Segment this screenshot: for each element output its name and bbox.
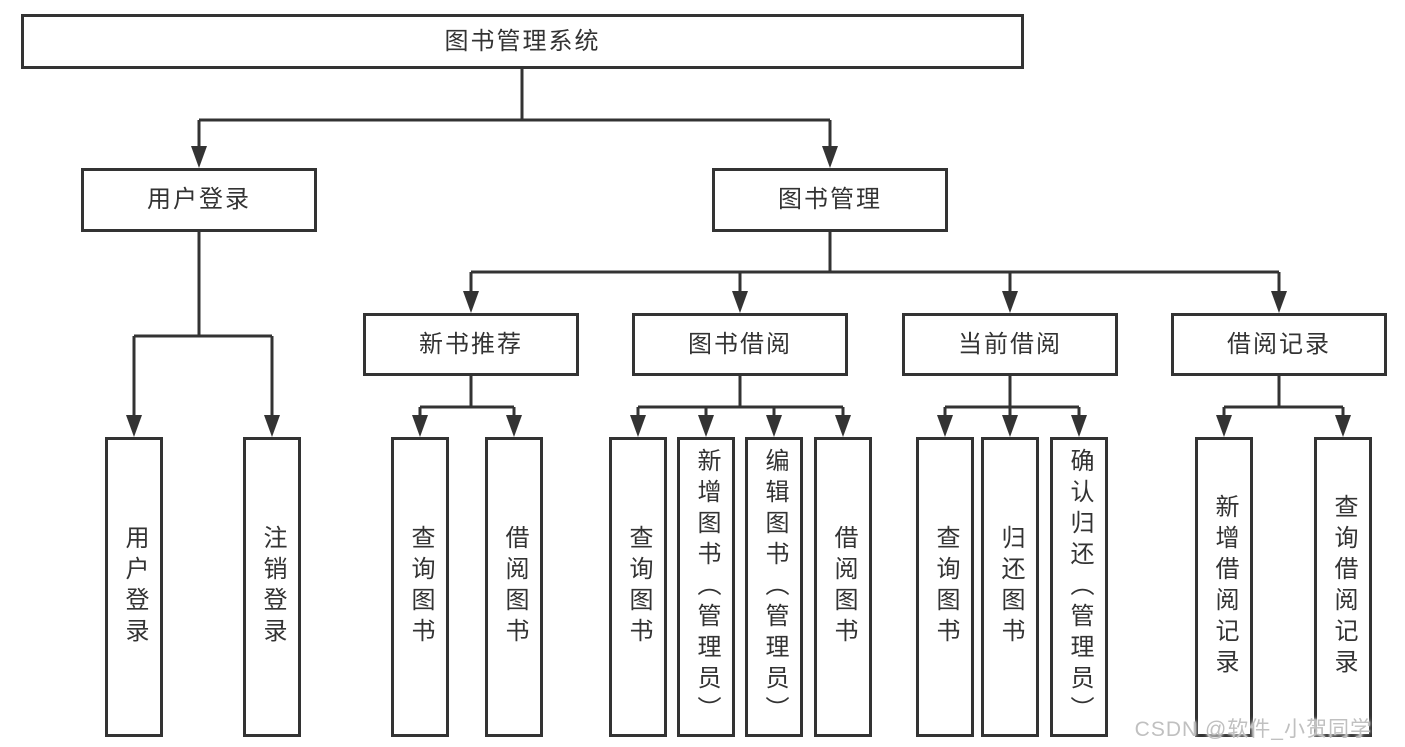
node-new-book-recommendation: 新书推荐 xyxy=(363,313,579,376)
leaf-label: 确认归还（管理员） xyxy=(1066,447,1093,727)
node-borrowing-records: 借阅记录 xyxy=(1171,313,1387,376)
node-library-management-system: 图书管理系统 xyxy=(21,14,1024,69)
leaf-query-books-current: 查询图书 xyxy=(916,437,974,737)
leaf-label: 新增图书（管理员） xyxy=(693,447,720,727)
leaf-return-books: 归还图书 xyxy=(981,437,1039,737)
leaf-confirm-return-admin: 确认归还（管理员） xyxy=(1050,437,1108,737)
watermark: CSDN @软件_小贺同学 xyxy=(1134,718,1372,741)
leaf-label: 查询借阅记录 xyxy=(1330,494,1357,680)
node-book-management: 图书管理 xyxy=(712,168,948,232)
node-book-borrowing: 图书借阅 xyxy=(632,313,848,376)
node-label: 图书管理 xyxy=(778,186,882,213)
leaf-edit-book-admin: 编辑图书（管理员） xyxy=(745,437,803,737)
node-label: 借阅记录 xyxy=(1227,330,1331,358)
leaf-borrow-books-recommend: 借阅图书 xyxy=(485,437,543,737)
leaf-label: 归还图书 xyxy=(997,525,1024,649)
leaf-label: 借阅图书 xyxy=(501,525,528,649)
leaf-query-books-borrowing: 查询图书 xyxy=(609,437,667,737)
node-label: 用户登录 xyxy=(147,186,251,213)
leaf-label: 注销登录 xyxy=(259,525,286,649)
node-label: 当前借阅 xyxy=(958,330,1062,358)
leaf-borrow-books-borrowing: 借阅图书 xyxy=(814,437,872,737)
leaf-query-books-recommend: 查询图书 xyxy=(391,437,449,737)
arrowhead-icons xyxy=(126,146,1351,437)
node-user-login: 用户登录 xyxy=(81,168,317,232)
leaf-logout: 注销登录 xyxy=(243,437,301,737)
leaf-query-borrow-record: 查询借阅记录 xyxy=(1314,437,1372,737)
leaf-label: 查询图书 xyxy=(625,525,652,649)
node-current-borrowing: 当前借阅 xyxy=(902,313,1118,376)
leaf-label: 查询图书 xyxy=(407,525,434,649)
leaf-label: 用户登录 xyxy=(121,525,148,649)
leaf-label: 新增借阅记录 xyxy=(1211,494,1238,680)
leaf-label: 查询图书 xyxy=(932,525,959,649)
leaf-label: 编辑图书（管理员） xyxy=(761,447,788,727)
node-label: 图书管理系统 xyxy=(444,27,601,55)
leaf-add-book-admin: 新增图书（管理员） xyxy=(677,437,735,737)
leaf-label: 借阅图书 xyxy=(830,525,857,649)
leaf-add-borrow-record: 新增借阅记录 xyxy=(1195,437,1253,737)
node-label: 新书推荐 xyxy=(419,330,523,358)
leaf-user-login: 用户登录 xyxy=(105,437,163,737)
node-label: 图书借阅 xyxy=(688,330,792,358)
